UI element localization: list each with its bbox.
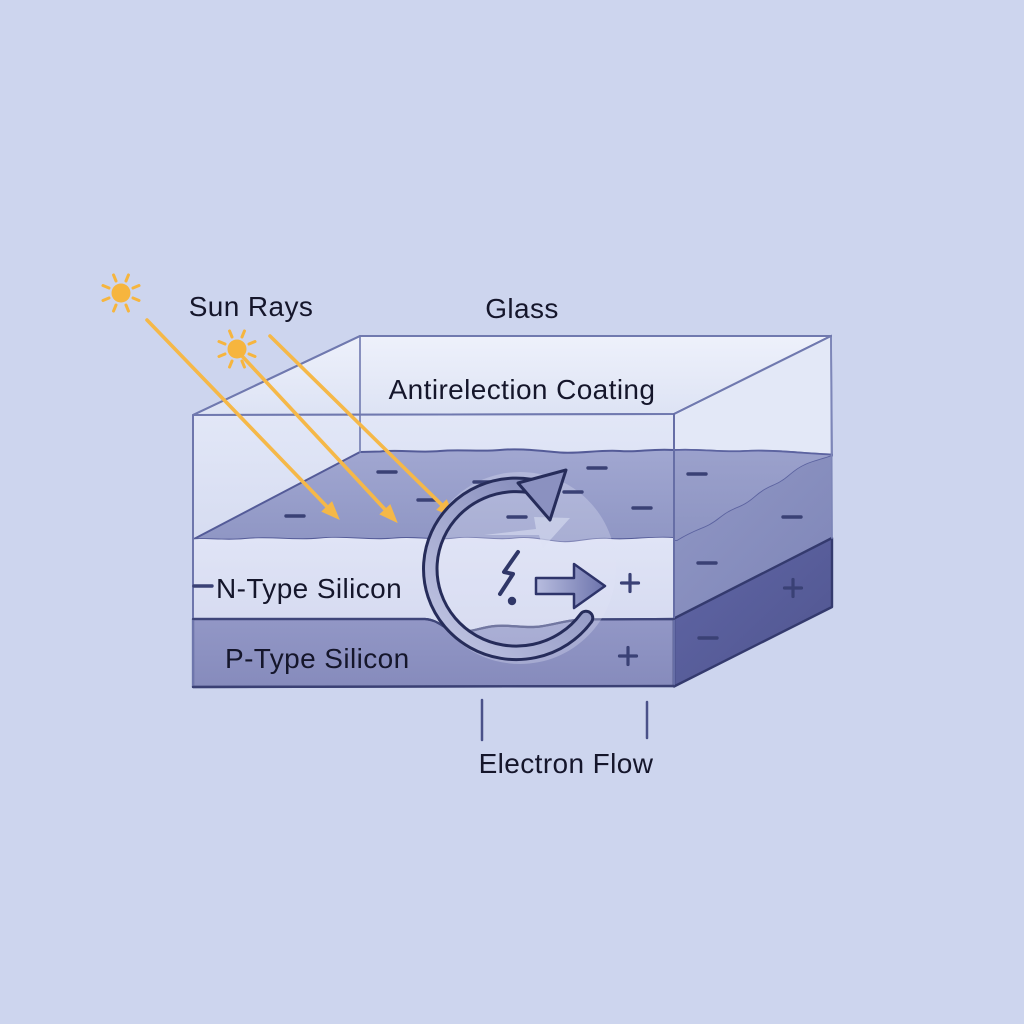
- plus-sign: [617, 645, 639, 667]
- suns-group: [101, 273, 257, 369]
- sun-ray-arrow: [145, 318, 340, 521]
- electron-dot: [507, 596, 517, 606]
- p-type-label: P-Type Silicon: [225, 643, 410, 674]
- sun-rays-label: Sun Rays: [189, 291, 314, 322]
- ghost-arrow: [484, 517, 570, 548]
- current-arrow: [534, 562, 607, 610]
- loop-arrowhead: [516, 468, 568, 522]
- plus-sign: [619, 572, 641, 594]
- plus-sign: [782, 577, 804, 599]
- glass-front-face: [193, 414, 674, 539]
- n-surface-side-lower: [674, 456, 832, 619]
- glass-label: Glass: [485, 293, 559, 324]
- coating-label: Antirelection Coating: [389, 374, 656, 405]
- electron-flow-label: Electron Flow: [479, 748, 654, 779]
- sun-icon: [101, 273, 141, 313]
- electron-flow-ticks: [480, 698, 649, 742]
- electron-loop-arrow: [422, 468, 595, 662]
- lightning-bolt-icon: [498, 550, 520, 606]
- sun-icon: [217, 329, 257, 369]
- sun-ray-arrow: [240, 354, 398, 524]
- n-type-label: N-Type Silicon: [216, 573, 402, 604]
